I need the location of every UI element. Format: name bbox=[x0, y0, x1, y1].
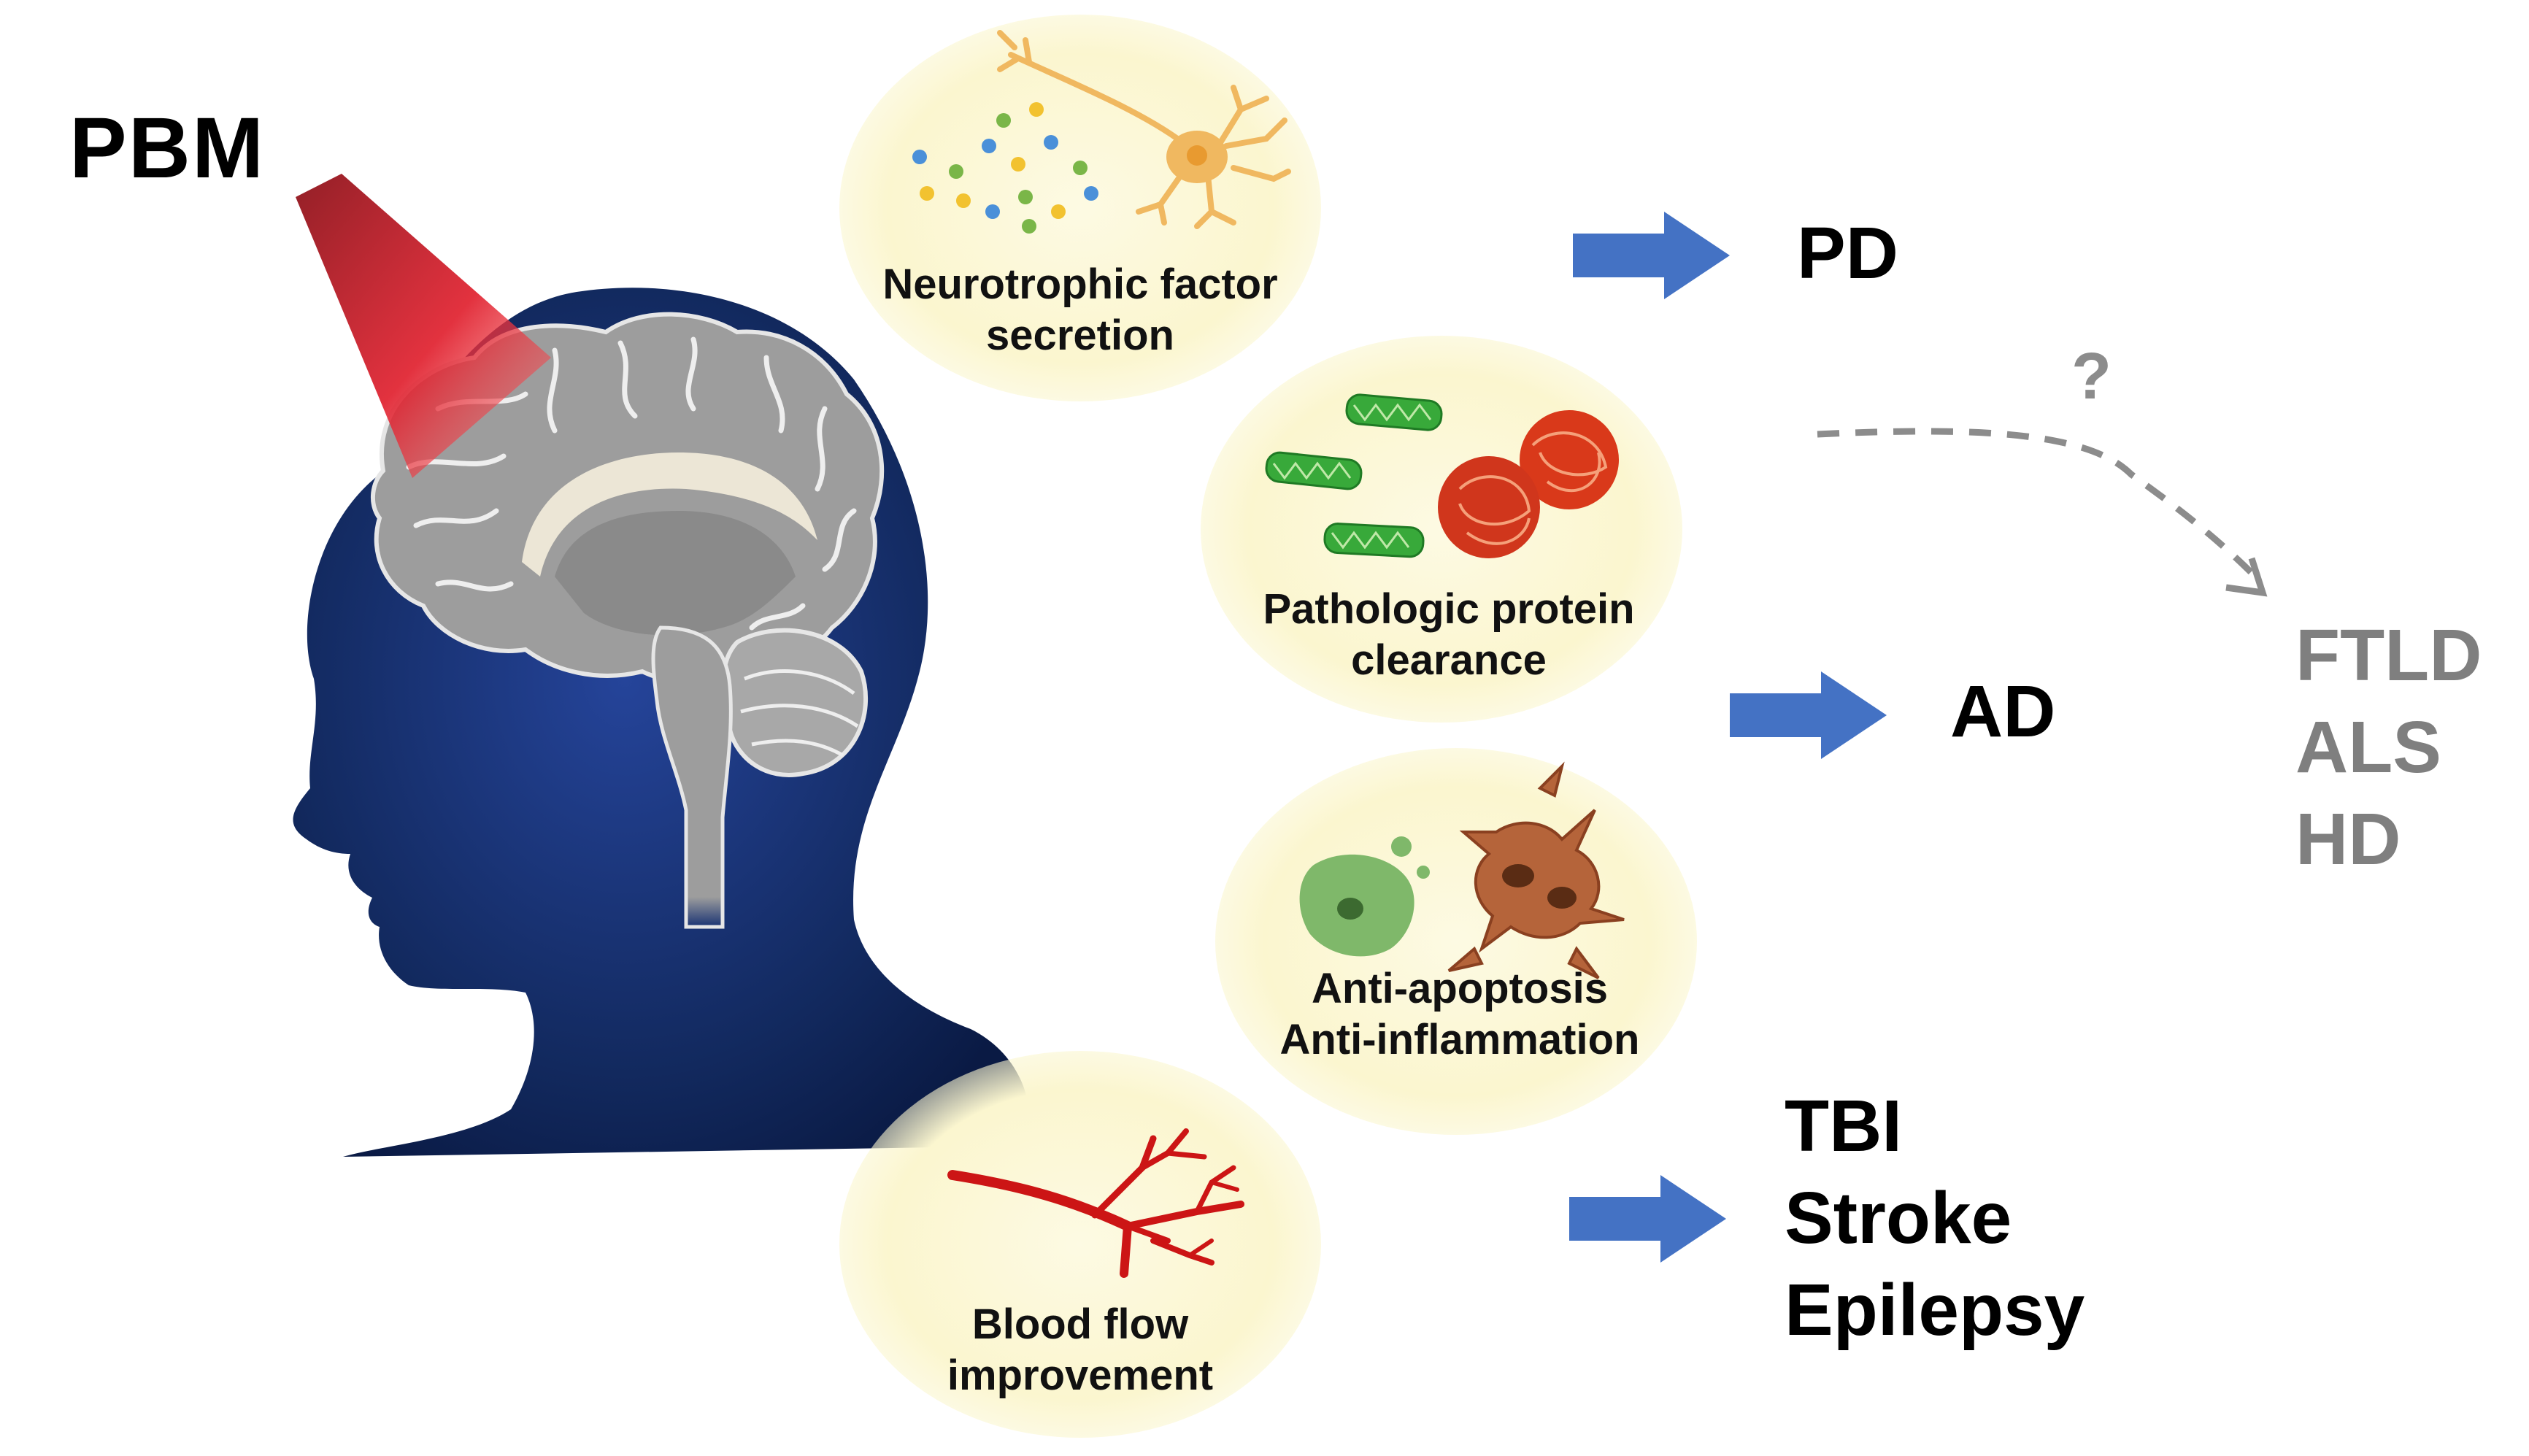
outcome-tbi-group: TBI Stroke Epilepsy bbox=[1785, 1080, 2085, 1356]
mechanism-text-line: Pathologic protein bbox=[1263, 585, 1635, 633]
outcome-item: FTLD bbox=[2295, 615, 2482, 696]
factor-dots bbox=[912, 102, 1098, 234]
cerebellum bbox=[720, 628, 869, 777]
corpus-callosum bbox=[522, 452, 817, 577]
astrocyte-cells bbox=[1447, 761, 1625, 979]
protein-aggregates-icon bbox=[1265, 393, 1619, 558]
neuron-icon bbox=[997, 30, 1291, 229]
outcome-item: Epilepsy bbox=[1785, 1269, 2085, 1351]
mechanism-text-line: improvement bbox=[947, 1352, 1214, 1399]
arrow-to-pd bbox=[1573, 212, 1730, 299]
outcome-item: Stroke bbox=[1785, 1177, 2012, 1259]
pbm-label: PBM bbox=[69, 100, 266, 196]
neurotrophic-factor-icon bbox=[912, 30, 1291, 234]
green-fibrils bbox=[1265, 393, 1443, 558]
mechanism-text-line: clearance bbox=[1351, 636, 1547, 684]
mechanism-neurotrophic-label: Neurotrophic factor secretion bbox=[825, 259, 1336, 361]
mechanism-text-line: secretion bbox=[986, 312, 1174, 359]
arrow-to-ad bbox=[1730, 671, 1887, 759]
bubble-blood-flow bbox=[839, 1051, 1321, 1438]
outcome-item: HD bbox=[2295, 798, 2401, 880]
bubble-neurotrophic bbox=[839, 15, 1321, 401]
mechanism-text-line: Neurotrophic factor bbox=[882, 261, 1278, 308]
question-mark: ? bbox=[2071, 340, 2112, 413]
mechanism-protein-label: Pathologic protein clearance bbox=[1193, 584, 1704, 686]
outcome-uncertain-group: FTLD ALS HD bbox=[2295, 609, 2482, 885]
mechanism-text-line: Anti-inflammation bbox=[1279, 1016, 1640, 1063]
mechanism-apoptosis-label: Anti-apoptosis Anti-inflammation bbox=[1204, 963, 1715, 1066]
bubble-apoptosis bbox=[1215, 748, 1697, 1135]
outcome-item: ALS bbox=[2295, 706, 2441, 788]
glial-cells-icon bbox=[1299, 761, 1625, 979]
brain-illustration bbox=[370, 312, 885, 929]
blood-vessel-icon bbox=[947, 1128, 1244, 1278]
mechanism-text-line: Anti-apoptosis bbox=[1312, 965, 1608, 1012]
red-aggregates bbox=[1438, 410, 1619, 558]
outcome-pd: PD bbox=[1797, 212, 1898, 294]
mechanism-text-line: Blood flow bbox=[971, 1301, 1189, 1348]
arrow-to-tbi bbox=[1569, 1175, 1726, 1263]
dashed-arrow-head bbox=[2225, 557, 2268, 597]
dashed-uncertain-arrow bbox=[1817, 428, 2258, 579]
outcome-item: TBI bbox=[1785, 1085, 1903, 1167]
brainstem bbox=[651, 625, 733, 929]
pbm-light-beam bbox=[296, 174, 551, 478]
mechanism-blood-label: Blood flow improvement bbox=[825, 1299, 1336, 1401]
outcome-ad: AD bbox=[1950, 671, 2056, 752]
